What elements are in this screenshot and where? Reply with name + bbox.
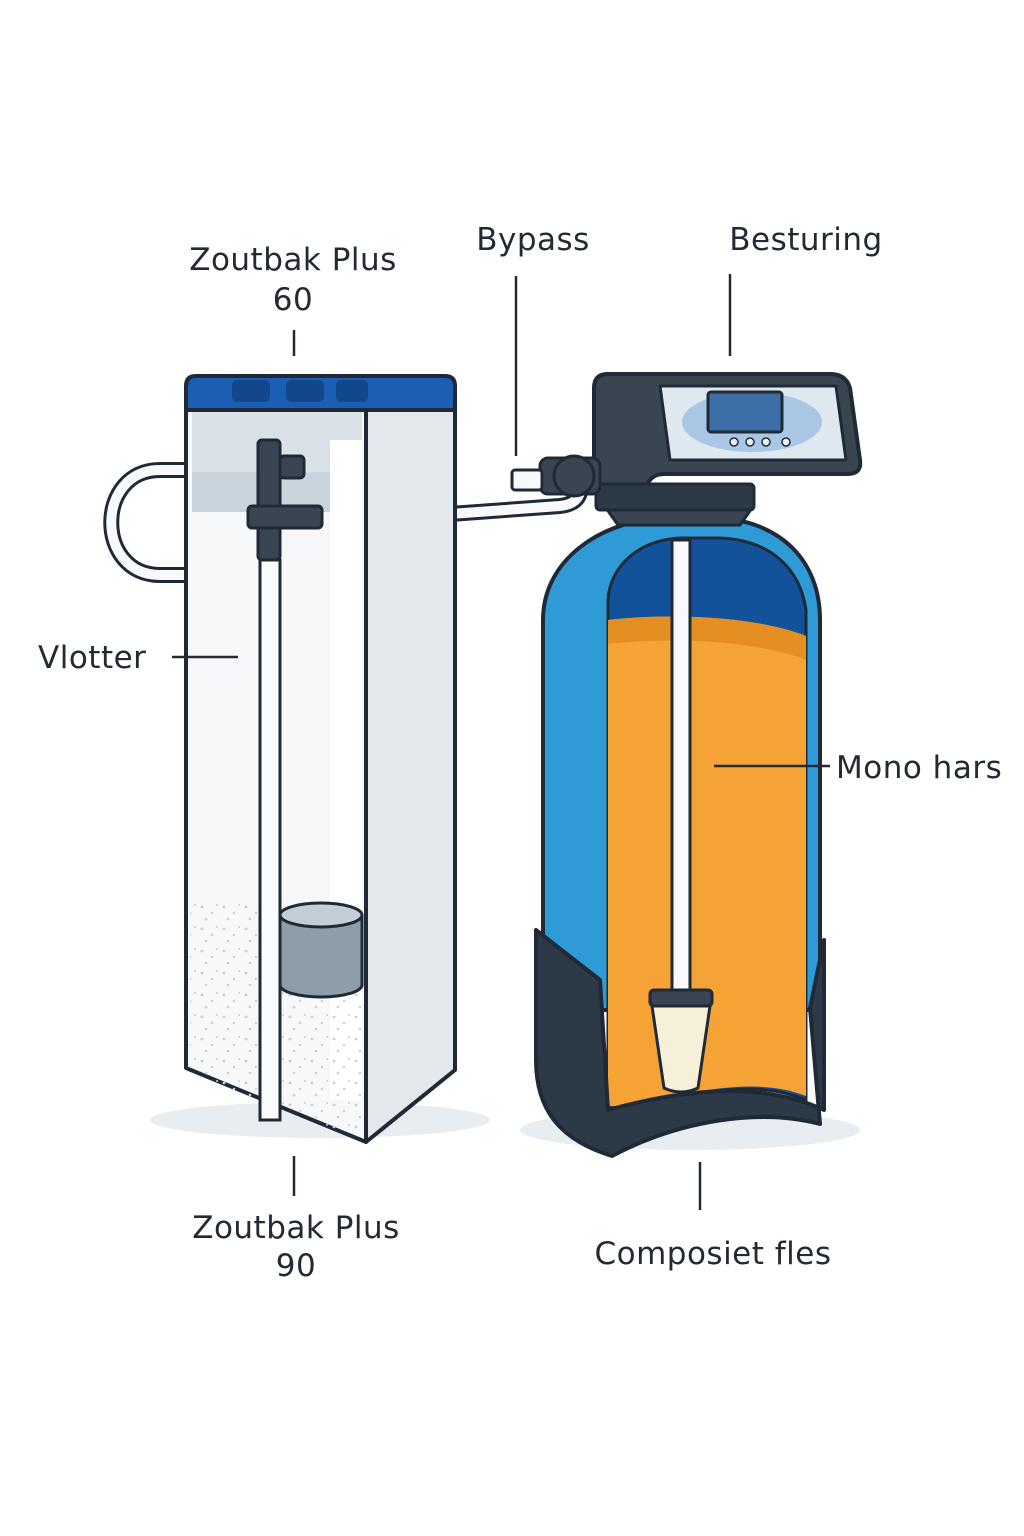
bypass-valve-icon: [510, 454, 602, 498]
float-valve-icon: [246, 438, 364, 1122]
resin-vessel-icon: [520, 506, 860, 1158]
salt-tank-icon: [150, 374, 490, 1144]
label-salt-tank-top-line1: Zoutbak Plus: [189, 242, 397, 278]
control-head-icon: [592, 372, 863, 512]
label-vessel: Composiet fles: [594, 1236, 831, 1272]
label-control: Besturing: [729, 222, 882, 258]
label-bypass: Bypass: [476, 222, 590, 258]
label-salt-tank-top-line2: 60: [273, 282, 313, 318]
leader-lines: [172, 274, 830, 1210]
label-salt-tank-bottom-line2: 90: [276, 1248, 316, 1284]
label-salt-tank-bottom-line1: Zoutbak Plus: [192, 1210, 400, 1246]
label-resin: Mono hars: [836, 750, 1002, 786]
label-float: Vlotter: [38, 640, 146, 676]
